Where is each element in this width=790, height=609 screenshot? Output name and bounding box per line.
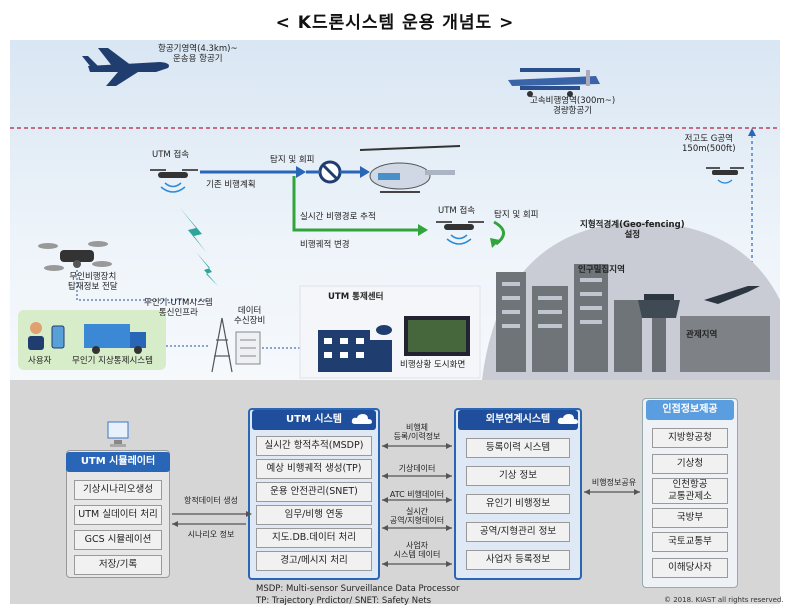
building-icon — [318, 325, 392, 372]
city-buildings — [496, 264, 770, 372]
info-item-1: 기상청 — [652, 454, 728, 474]
info-provider-header: 인접정보제공 — [646, 400, 734, 420]
utm-item-0: 실시간 항적추적(MSDP) — [256, 436, 372, 456]
page-title: < K드론시스템 운용 개념도 > — [275, 13, 515, 33]
path-change-label: 비행궤적 변경 — [300, 240, 350, 250]
info-item-2: 인천항공 교통관제소 — [652, 478, 728, 504]
utm-item-4: 지도.DB.데이터 처리 — [256, 528, 372, 548]
server-icon — [235, 331, 261, 365]
user-label: 사용자 — [28, 356, 52, 366]
signal-bolt-1 — [180, 208, 206, 252]
external-system-header: 외부연계시스템 — [458, 410, 578, 430]
track-data-gen-label: 항적데이터 생성 — [183, 496, 239, 505]
ext-item-3: 공역/지형관리 정보 — [466, 522, 570, 542]
realtime-track-label: 실시간 비행경로 추적 — [300, 212, 376, 222]
utm-center-label: UTM 통제센터 — [328, 292, 384, 302]
utm-item-3: 임무/비행 연동 — [256, 505, 372, 525]
control-tower-icon — [638, 294, 680, 372]
user-avatar-icon — [28, 322, 44, 350]
info-item-4: 국토교통부 — [652, 532, 728, 552]
abbreviation-note-1: MSDP: Multi-sensor Surveillance Data Pro… — [256, 584, 460, 594]
utm-item-1: 예상 비행궤적 생성(TP) — [256, 459, 372, 479]
scene-graphics — [10, 48, 780, 380]
utm-simulator-header: UTM 시뮬레이터 — [66, 452, 170, 472]
ext-item-4: 사업자 등록정보 — [466, 550, 570, 570]
cloud-icon-1 — [351, 414, 372, 424]
ext-item-0: 등록이력 시스템 — [466, 438, 570, 458]
biplane-icon — [508, 68, 600, 97]
ground-control-label: 무인기 지상통제시스템 — [72, 356, 153, 366]
cloud-icon-2 — [557, 414, 578, 424]
info-item-3: 국방부 — [652, 508, 728, 528]
airliner-label: 항공기영역(4.3km)~ 운송용 항공기 — [158, 44, 238, 65]
phone-icon — [51, 325, 65, 349]
abbreviation-note-2: TP: Trajectory Prdictor/ SNET: Safety Ne… — [256, 596, 432, 606]
sim-item-0: 기상시나리오생성 — [74, 480, 162, 500]
operator-data-label: 사업자 시스템 데이터 — [393, 541, 441, 560]
sim-item-1: UTM 실데이터 처리 — [74, 505, 162, 525]
control-area-label: 관제지역 — [686, 330, 718, 340]
ext-item-1: 기상 정보 — [466, 466, 570, 486]
realtime-airspace-label: 실시간 공역/지형데이터 — [389, 507, 445, 526]
geofence-label: 지형적경계(Geo-fencing) 설정 — [580, 220, 685, 241]
info-item-0: 지방항공청 — [652, 428, 728, 448]
antenna-tower-icon — [211, 317, 233, 373]
flight-info-share-label: 비행정보공유 — [591, 478, 637, 487]
city-screen-label: 비행상황 도시화면 — [400, 360, 466, 370]
ext-item-2: 유인기 비행정보 — [466, 494, 570, 514]
airliner-icon — [82, 48, 169, 86]
dense-area-label: 인구밀집지역 — [578, 265, 625, 275]
utm-item-2: 운용 안전관리(SNET) — [256, 482, 372, 502]
existing-plan-label: 기존 비행계획 — [206, 180, 256, 190]
altitude-label: 저고도 G공역 150m(500ft) — [682, 134, 736, 155]
drone-icon-3 — [706, 167, 744, 184]
data-receiver-label: 데이터 수신장비 — [234, 306, 266, 327]
quadcopter-icon — [38, 241, 112, 271]
truck-icon — [84, 324, 146, 354]
info-item-5: 이해당사자 — [652, 558, 728, 578]
ground-panel-icons — [28, 322, 146, 354]
scenario-info-label: 시나리오 정보 — [187, 530, 235, 539]
comm-infra-label: 무인기-UTM시스템 통신인프라 — [144, 298, 213, 319]
biplane-label: 고속비행영역(300m~) 경량항공기 — [530, 96, 616, 117]
helicopter-icon — [359, 145, 461, 193]
detect-avoid-label-1: 탐지 및 회피 — [270, 155, 315, 165]
computer-icon — [107, 421, 129, 447]
drone-info-label: 무인비행장치 탑재정보 전달 — [68, 272, 118, 293]
flight-reg-label: 비행체 등록/이력정보 — [393, 423, 441, 442]
atc-data-label: ATC 비행데이터 — [389, 490, 445, 499]
landing-plane-icon — [704, 286, 760, 304]
weather-data-label: 기상데이터 — [398, 464, 436, 473]
utm-item-5: 경고/메시지 처리 — [256, 551, 372, 571]
utm-system-header: UTM 시스템 — [252, 410, 376, 430]
detect-avoid-label-2: 탐지 및 회피 — [494, 210, 539, 220]
signal-bolt-2 — [196, 252, 218, 286]
utm-connect-label-2: UTM 접속 — [438, 206, 476, 216]
sim-item-2: GCS 시뮬레이션 — [74, 530, 162, 550]
utm-connect-label-1: UTM 접속 — [152, 150, 190, 160]
drone-icon-1 — [150, 169, 198, 193]
drone-icon-2 — [436, 221, 484, 245]
copyright: © 2018. KIAST all rights reserved. — [664, 596, 784, 604]
sim-item-3: 저장/기록 — [74, 555, 162, 575]
